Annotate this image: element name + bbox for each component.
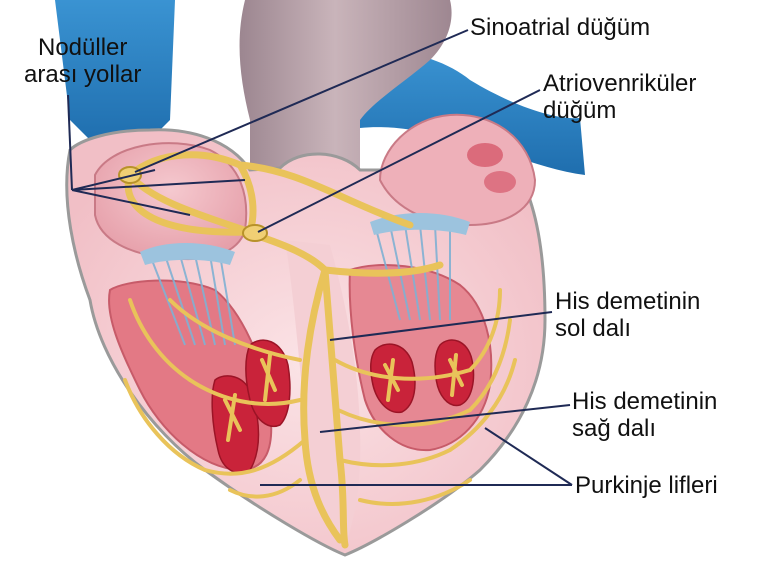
- label-right-bundle-branch-line2: sağ dalı: [572, 415, 717, 442]
- label-purkinje-fibers: Purkinje lifleri: [575, 472, 718, 499]
- label-left-bundle-branch: His demetinin sol dalı: [555, 288, 700, 342]
- label-right-bundle-branch: His demetinin sağ dalı: [572, 388, 717, 442]
- label-left-bundle-branch-line1: His demetinin: [555, 288, 700, 315]
- label-internodal-pathways-line2: arası yollar: [24, 61, 141, 88]
- label-internodal-pathways: Nodüller arası yollar: [24, 34, 141, 88]
- label-sinoatrial-node-line1: Sinoatrial düğüm: [470, 14, 650, 41]
- label-left-bundle-branch-line2: sol dalı: [555, 315, 700, 342]
- label-right-bundle-branch-line1: His demetinin: [572, 388, 717, 415]
- label-purkinje-fibers-line1: Purkinje lifleri: [575, 472, 718, 499]
- label-atrioventricular-node: Atriovenriküler düğüm: [543, 70, 696, 124]
- label-atrioventricular-node-line1: Atriovenriküler: [543, 70, 696, 97]
- label-internodal-pathways-line1: Nodüller: [24, 34, 141, 61]
- label-atrioventricular-node-line2: düğüm: [543, 97, 696, 124]
- label-sinoatrial-node: Sinoatrial düğüm: [470, 14, 650, 41]
